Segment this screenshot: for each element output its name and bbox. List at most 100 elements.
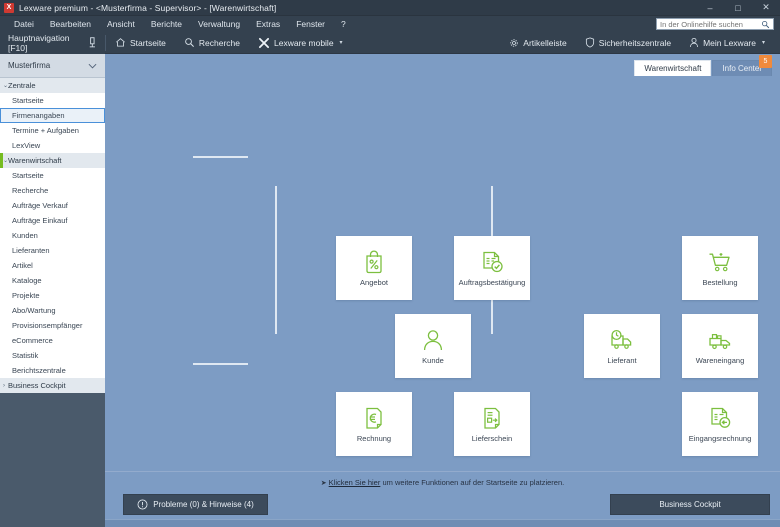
toolbar-recherche-label: Recherche [198,37,241,48]
menu-bar: Datei Bearbeiten Ansicht Berichte Verwal… [0,16,780,32]
nav-group-business-cockpit[interactable]: › Business Cockpit [0,378,105,393]
diagram-node-lieferant[interactable]: Lieferant [584,314,660,378]
help-search-box[interactable] [656,18,774,30]
nav-group-business-cockpit-label: Business Cockpit [8,381,66,390]
search-icon [762,20,770,28]
sidebar-item-kataloge[interactable]: Kataloge [0,273,105,288]
nav-group-warenwirtschaft-label: Warenwirtschaft [8,156,62,165]
toolbar-artikelleiste-label: Artikelleiste [523,37,567,48]
toolbar-artikelleiste-button[interactable]: Artikelleiste [500,32,575,54]
toolbar-sicherheitszentrale-button[interactable]: Sicherheitszentrale [576,32,680,54]
diagram-node-bestellung-label: Bestellung [702,277,738,287]
diagram-connectors [193,156,493,365]
menu-bearbeiten[interactable]: Bearbeiten [49,19,91,29]
gear-icon [510,38,518,47]
menu-ansicht[interactable]: Ansicht [106,19,135,29]
chevron-right-icon: › [3,382,5,389]
document-check-icon [480,249,504,275]
diagram-node-wareneingang[interactable]: Wareneingang [682,314,758,378]
tab-info-center[interactable]: Info Center [712,60,772,76]
pin-icon[interactable] [88,37,97,48]
diagram-node-kunde-label: Kunde [422,355,444,365]
status-strip [105,519,780,527]
sidebar-item-auftraege-einkauf[interactable]: Aufträge Einkauf [0,213,105,228]
sidebar-item-statistik[interactable]: Statistik [0,348,105,363]
diagram-node-auftragsbestaetigung-label: Auftragsbestätigung [458,277,526,287]
sidebar-item-artikel[interactable]: Artikel [0,258,105,273]
diagram-node-rechnung[interactable]: Rechnung [336,392,412,456]
nav-group-zentrale-label: Zentrale [8,81,36,90]
application-body: Musterfirma ⌄ Zentrale Startseite Firmen… [0,54,780,527]
sidebar-item-ecommerce[interactable]: eCommerce [0,333,105,348]
sidebar-item-provisionsempfaenger[interactable]: Provisionsempfänger [0,318,105,333]
diagram-node-kunde[interactable]: Kunde [395,314,471,378]
menu-verwaltung[interactable]: Verwaltung [198,19,241,29]
menu-berichte[interactable]: Berichte [150,19,183,29]
tab-warenwirtschaft[interactable]: Warenwirtschaft [634,60,712,76]
navigation-pane-header: Hauptnavigation [F10] [0,31,105,54]
diagram-node-lieferschein-label: Lieferschein [471,433,513,443]
sidebar-item-termine-aufgaben[interactable]: Termine + Aufgaben [0,123,105,138]
menu-extras[interactable]: Extras [256,19,281,29]
sidebar-empty-area [0,393,105,527]
sidebar-item-lexview[interactable]: LexView [0,138,105,153]
toolbar-separator [105,34,106,51]
close-button[interactable]: ✕ [762,2,770,12]
warning-circle-icon [137,499,148,510]
toolbar-startseite-button[interactable]: Startseite [106,32,175,54]
diagram-node-lieferschein[interactable]: Lieferschein [454,392,530,456]
sidebar-item-berichtszentrale[interactable]: Berichtszentrale [0,363,105,378]
home-icon [116,38,125,47]
diagram-node-eingangsrechnung-label: Eingangsrechnung [688,433,752,443]
sidebar-item-ww-recherche[interactable]: Recherche [0,183,105,198]
diagram-node-bestellung[interactable]: Bestellung [682,236,758,300]
maximize-button[interactable]: □ [735,2,741,13]
truck-clock-icon [609,327,635,353]
toolbar-mein-lexware-button[interactable]: Mein Lexware ▾ [680,32,774,54]
menu-datei[interactable]: Datei [14,19,34,29]
problems-button[interactable]: Probleme (0) & Hinweise (4) [123,494,268,515]
sidebar-item-abo-wartung[interactable]: Abo/Wartung [0,303,105,318]
sidebar-item-zentrale-startseite[interactable]: Startseite [0,93,105,108]
diagram-node-eingangsrechnung[interactable]: Eingangsrechnung [682,392,758,456]
help-search-input[interactable] [660,19,761,29]
toolbar-sicherheitszentrale-label: Sicherheitszentrale [598,37,672,48]
info-center-badge: 5 [759,55,772,68]
sidebar-item-kunden[interactable]: Kunden [0,228,105,243]
footer-hint-link[interactable]: Klicken Sie hier [328,478,381,487]
toolbar-right-group: Artikelleiste Sicherheitszentrale Mein L… [500,32,780,54]
sidebar-item-lieferanten[interactable]: Lieferanten [0,243,105,258]
chevron-down-icon: ⌄ [3,158,9,164]
sidebar-item-auftraege-verkauf[interactable]: Aufträge Verkauf [0,198,105,213]
menu-hilfe[interactable]: ? [341,19,346,29]
menu-fenster[interactable]: Fenster [296,19,326,29]
footer-hint: ➤Klicken Sie hier um weitere Funktionen … [105,472,780,487]
chevron-down-icon: ⌄ [3,83,9,89]
toolbar-lexware-mobile-button[interactable]: Lexware mobile ▾ [249,32,352,54]
window-controls: – □ ✕ [696,0,780,16]
content-area: Warenwirtschaft Info Center 5 [105,54,780,527]
process-diagram-canvas: Angebot [105,76,780,471]
navigation-pane-label: Hauptnavigation [F10] [8,32,70,53]
minimize-button[interactable]: – [707,2,713,13]
chevron-down-icon[interactable]: ▾ [761,40,765,46]
sidebar-item-firmenangaben[interactable]: Firmenangaben [0,108,105,123]
business-cockpit-button-label: Business Cockpit [659,500,721,509]
toolbar-recherche-button[interactable]: Recherche [175,32,249,54]
diagram-node-lieferant-label: Lieferant [607,355,637,365]
business-cockpit-button[interactable]: Business Cockpit [610,494,770,515]
company-selector[interactable]: Musterfirma [0,54,105,78]
shopping-cart-icon [707,249,733,275]
diagram-node-auftragsbestaetigung[interactable]: Auftragsbestätigung [454,236,530,300]
incoming-invoice-icon [708,405,732,431]
nav-group-zentrale[interactable]: ⌄ Zentrale [0,78,105,93]
lexware-x-icon [258,37,270,48]
window-title: Lexware premium - <Musterfirma - Supervi… [19,2,277,13]
sidebar-item-projekte[interactable]: Projekte [0,288,105,303]
chevron-down-icon [88,63,97,69]
nav-group-warenwirtschaft[interactable]: ⌄ Warenwirtschaft [0,153,105,168]
chevron-down-icon[interactable]: ▾ [339,40,343,46]
sidebar-item-ww-startseite[interactable]: Startseite [0,168,105,183]
diagram-node-angebot[interactable]: Angebot [336,236,412,300]
